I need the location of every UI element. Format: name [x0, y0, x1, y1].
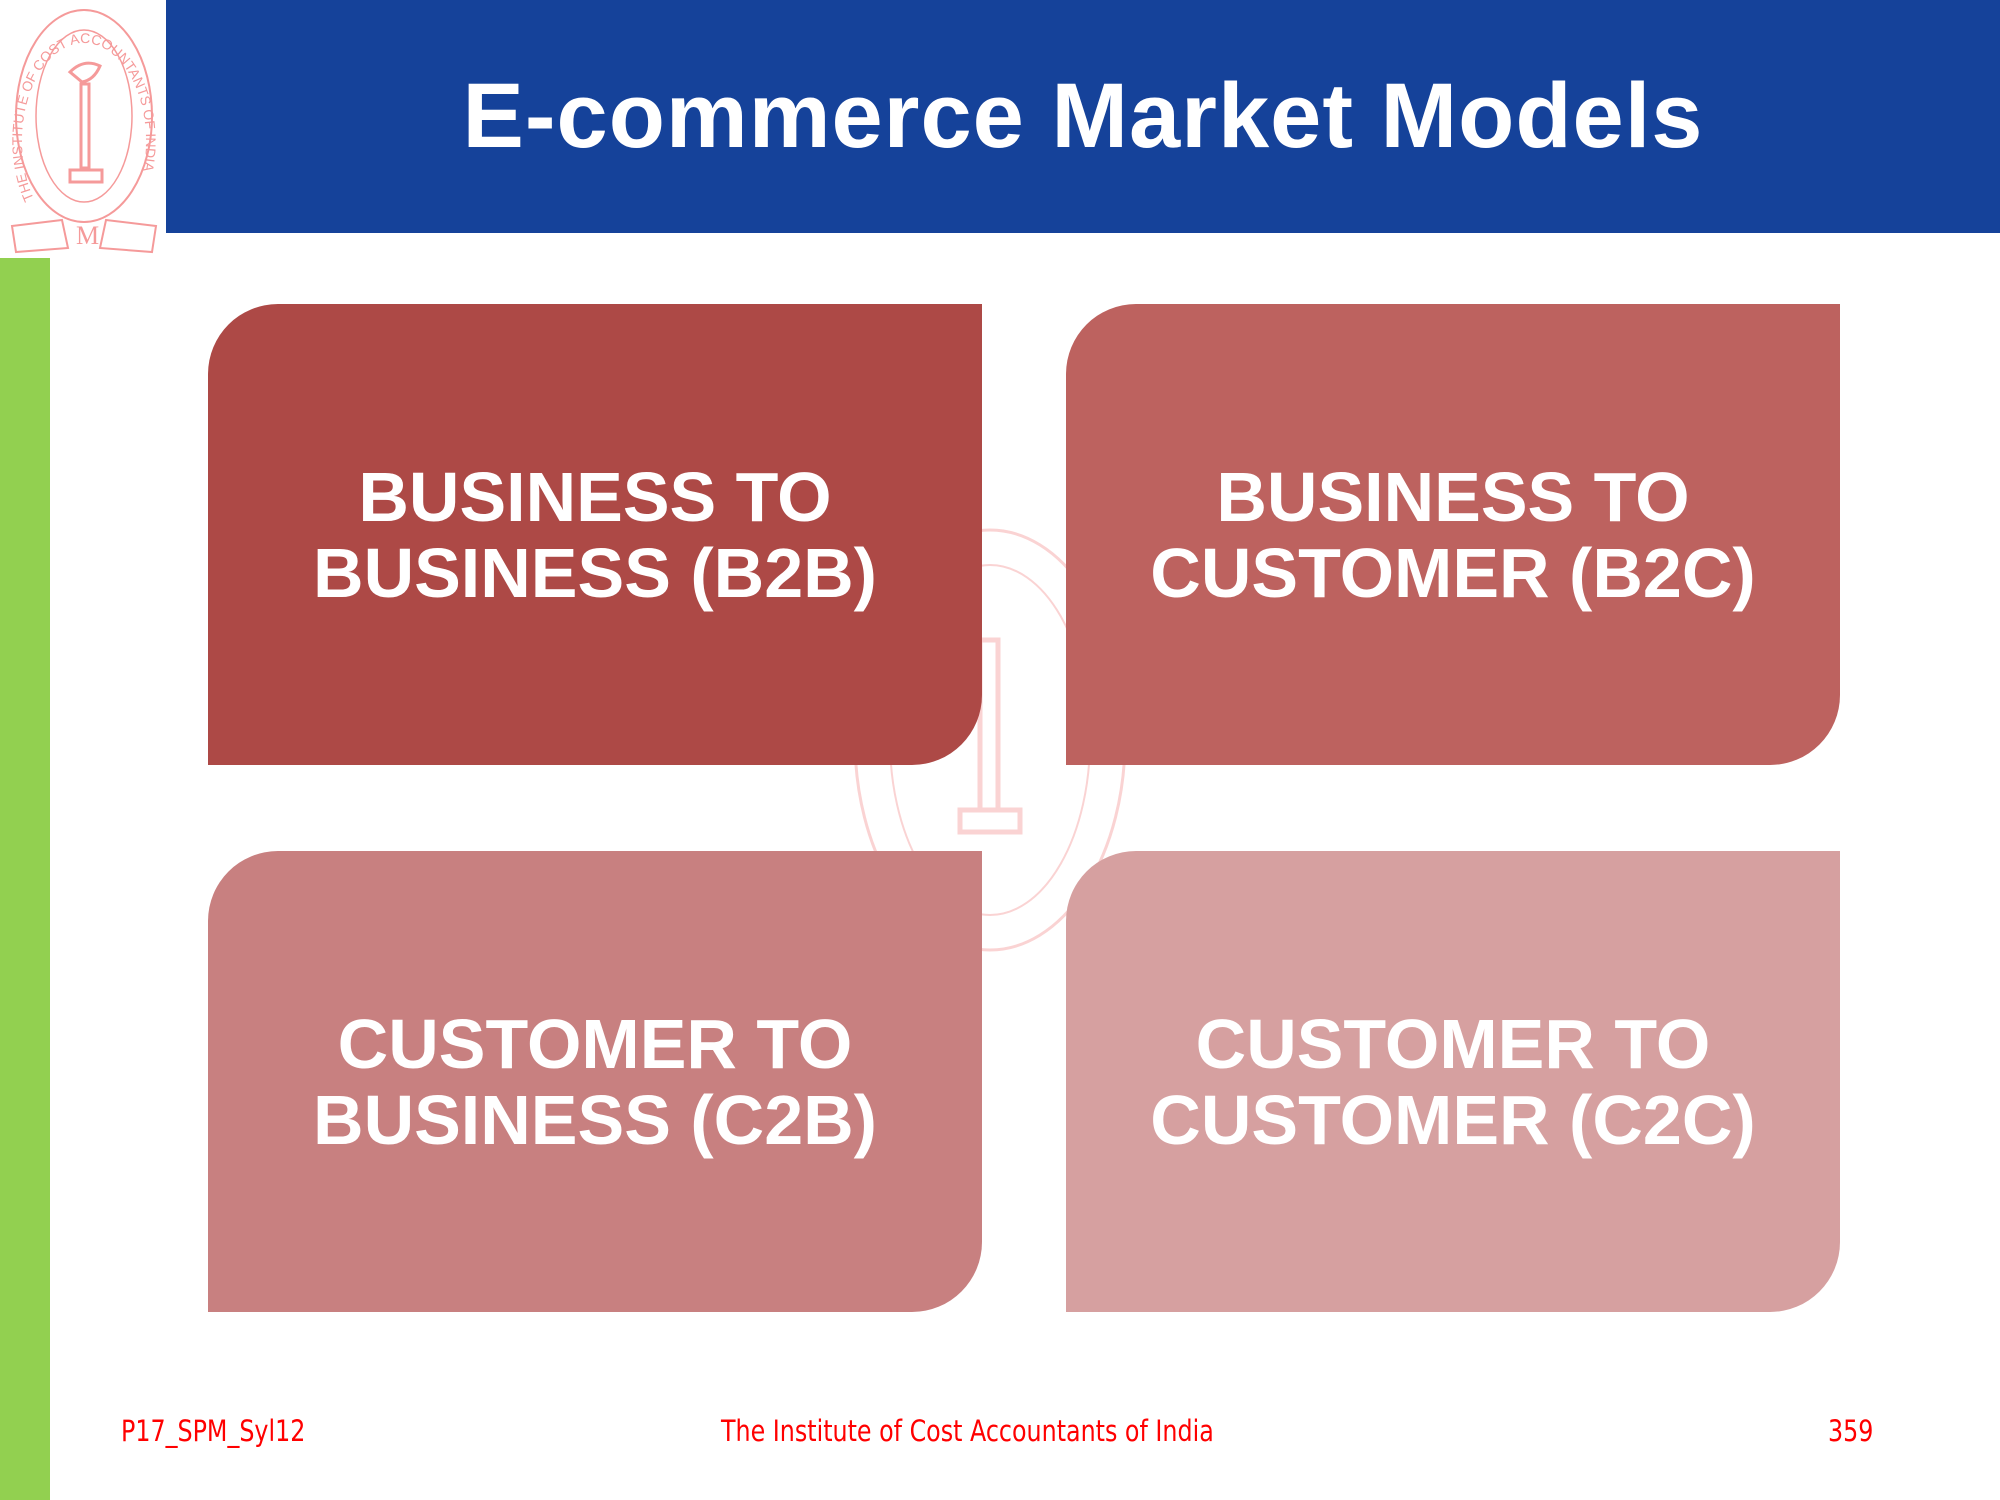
footer-code: P17_SPM_Syl12: [121, 1414, 306, 1448]
model-line: CUSTOMER (B2C): [1150, 533, 1756, 612]
svg-text:M: M: [76, 221, 99, 250]
model-line: BUSINESS TO: [1216, 457, 1690, 536]
model-line: CUSTOMER TO: [337, 1004, 853, 1083]
model-line: BUSINESS (C2B): [313, 1080, 877, 1159]
institute-logo: THE INSTITUTE OF COST ACCOUNTANTS OF IND…: [9, 9, 159, 254]
footer-institute: The Institute of Cost Accountants of Ind…: [721, 1414, 1214, 1448]
model-line: BUSINESS TO: [358, 457, 832, 536]
page-number: 359: [1828, 1414, 1874, 1448]
title-banner: E-commerce Market Models: [166, 0, 2000, 233]
model-line: BUSINESS (B2B): [313, 533, 877, 612]
accent-bar: [0, 258, 50, 1500]
model-line: CUSTOMER TO: [1195, 1004, 1711, 1083]
slide-title: E-commerce Market Models: [462, 65, 1704, 167]
svg-text:THE INSTITUTE OF COST ACCOUNTA: THE INSTITUTE OF COST ACCOUNTANTS OF IND…: [9, 30, 159, 204]
model-line: CUSTOMER (C2C): [1150, 1080, 1756, 1159]
